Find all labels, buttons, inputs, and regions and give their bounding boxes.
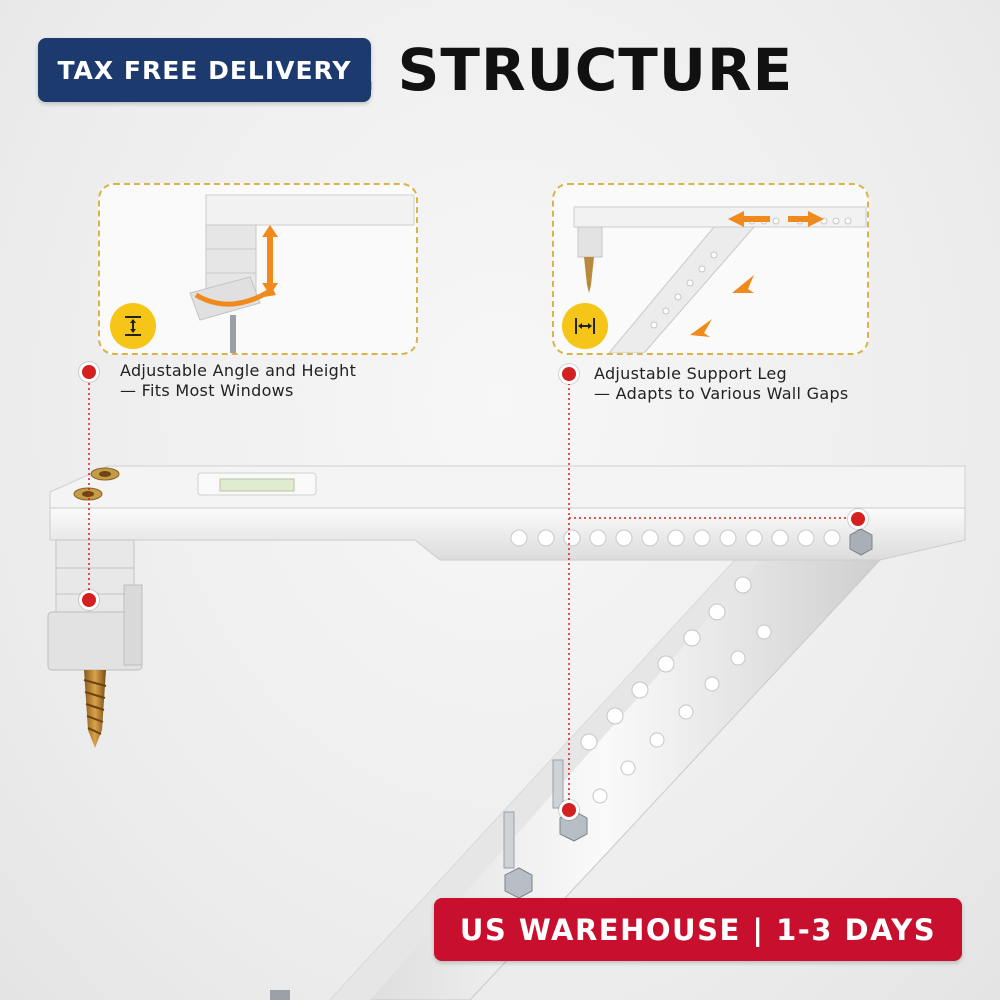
window-clamp bbox=[47, 539, 143, 748]
connector-lines bbox=[88, 378, 858, 810]
callout-support-leg-text: Adjustable Support Leg — Adapts to Vario… bbox=[594, 364, 849, 404]
leg-detail-illustration bbox=[573, 206, 867, 353]
diagonal-arrow-up-icon bbox=[732, 275, 754, 293]
indicator-dot bbox=[559, 800, 579, 820]
indicator-dot bbox=[559, 364, 579, 384]
clamp-detail-illustration bbox=[189, 194, 415, 353]
callout-angle-height-text: Adjustable Angle and Height — Fits Most … bbox=[120, 361, 356, 401]
angle-arrow-icon bbox=[194, 288, 272, 307]
height-arrow-icon bbox=[262, 225, 278, 295]
callout-support-leg-subtitle: — Adapts to Various Wall Gaps bbox=[594, 384, 849, 403]
us-warehouse-badge: US WAREHOUSE | 1-3 DAYS bbox=[434, 898, 962, 961]
callout-angle-height-title: Adjustable Angle and Height bbox=[120, 361, 357, 380]
callout-angle-height-subtitle: — Fits Most Windows bbox=[120, 381, 294, 400]
vertical-adjust-icon bbox=[110, 303, 156, 349]
right-arrow-icon bbox=[788, 211, 824, 227]
indicator-dot bbox=[848, 509, 868, 529]
diagonal-arrow-down-icon bbox=[690, 319, 712, 337]
horizontal-adjust-icon bbox=[562, 303, 608, 349]
callout-support-leg bbox=[552, 183, 869, 355]
indicator-dot bbox=[79, 362, 99, 382]
indicator-dot bbox=[79, 590, 99, 610]
tax-free-delivery-badge: TAX FREE DELIVERY bbox=[38, 38, 371, 102]
left-arrow-icon bbox=[728, 211, 770, 227]
callout-support-leg-title: Adjustable Support Leg bbox=[594, 364, 787, 383]
bracket-arm bbox=[49, 465, 966, 561]
callout-angle-height bbox=[98, 183, 418, 355]
